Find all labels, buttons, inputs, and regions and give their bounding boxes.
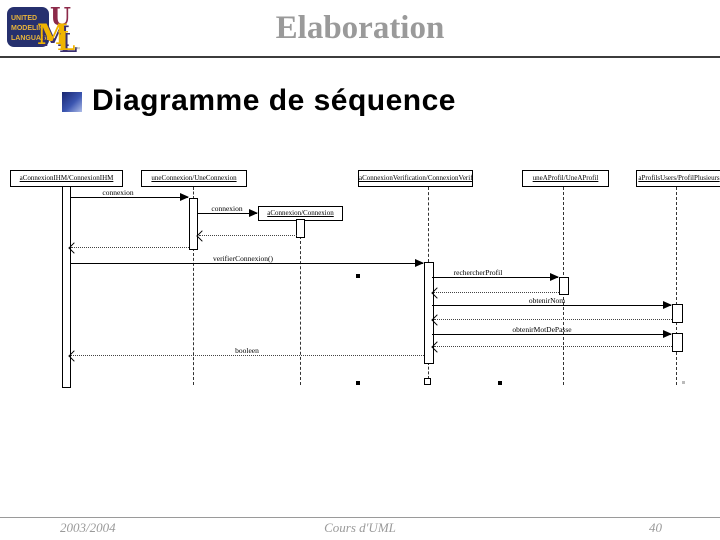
- object-box-uneaprofil: uneAProfil/UneAProfil: [522, 170, 609, 187]
- logo-letter-m-shadow: M: [39, 20, 70, 53]
- message-line: [432, 334, 671, 335]
- message-line: [197, 213, 257, 214]
- message-label: connexion: [102, 188, 134, 197]
- bullet-icon: [62, 92, 82, 112]
- header-divider: [0, 56, 720, 58]
- filled-arrowhead-icon: [663, 301, 672, 309]
- filled-arrowhead-icon: [249, 209, 258, 217]
- return-line: [434, 346, 672, 347]
- activation-bar: [189, 198, 198, 250]
- lifeline: [193, 248, 194, 385]
- object-label: aConnexionIHM/ConnexionIHM: [19, 174, 114, 182]
- handle-mark: [356, 381, 360, 385]
- activation-bar: [559, 277, 569, 295]
- section-heading: Diagramme de séquence: [92, 84, 456, 117]
- message-label: verifierConnexion(): [213, 254, 273, 263]
- message-label: obtenirNom: [528, 296, 566, 305]
- message-label: connexion: [211, 204, 243, 213]
- object-label: uneConnexion/UneConnexion: [151, 174, 237, 182]
- lifeline-end-square: [424, 378, 431, 385]
- message-line: [70, 263, 423, 264]
- filled-arrowhead-icon: [180, 193, 189, 201]
- logo-square: [7, 7, 49, 47]
- page-title: Elaboration: [275, 10, 445, 46]
- return-line: [434, 292, 559, 293]
- open-arrowhead-icon: [196, 230, 208, 242]
- object-box-connexionihm: aConnexionIHM/ConnexionIHM: [10, 170, 123, 187]
- logo-line-modeling: MODELING: [11, 25, 49, 32]
- uml-logo: UNITED MODELING LANGUAGE M U M L L ™: [7, 2, 80, 56]
- message-line: [70, 197, 188, 198]
- activation-bar: [424, 262, 434, 364]
- object-box-profilsusers: aProfilsUsers/ProfilPlusieurs: [636, 170, 720, 187]
- filled-arrowhead-icon: [415, 259, 424, 267]
- logo-line-language: LANGUAGE: [11, 35, 51, 42]
- lifeline: [193, 187, 194, 199]
- handle-mark: [498, 381, 502, 385]
- message-label: booleen: [235, 346, 259, 355]
- filled-arrowhead-icon: [550, 273, 559, 281]
- object-label: aConnexionVerification/ConnexionVerifica…: [359, 174, 473, 182]
- footer-page-number: 40: [649, 520, 662, 535]
- message-line: [432, 305, 671, 306]
- footer-course: Cours d'UML: [324, 520, 396, 535]
- return-line: [199, 235, 297, 236]
- handle-mark: [356, 274, 360, 278]
- handle-mark: [682, 381, 685, 384]
- object-box-uneconnexion: uneConnexion/UneConnexion: [141, 170, 247, 187]
- activation-bar: [672, 304, 683, 323]
- logo-letter-u: U: [50, 2, 71, 31]
- message-label: rechercherProfil: [453, 268, 503, 277]
- object-box-connexionverification: aConnexionVerification/ConnexionVerifica…: [358, 170, 473, 187]
- logo-letter-l-shadow: L: [59, 29, 77, 56]
- activation-bar: [296, 219, 305, 238]
- object-label: uneAProfil/UneAProfil: [532, 174, 599, 182]
- message-line: [432, 277, 558, 278]
- lifeline: [428, 187, 429, 262]
- filled-arrowhead-icon: [663, 330, 672, 338]
- return-line: [71, 247, 189, 248]
- footer-divider: [0, 517, 720, 518]
- lifeline: [676, 187, 677, 385]
- activation-bar: [672, 333, 683, 352]
- logo-tm: ™: [74, 46, 80, 53]
- logo-letter-l: L: [57, 27, 75, 56]
- lifeline: [428, 362, 429, 379]
- message-label: obtenirMotDePasse: [512, 325, 572, 334]
- logo-line-united: UNITED: [11, 15, 37, 22]
- return-line: [434, 319, 672, 320]
- logo-letter-m: M: [37, 18, 68, 51]
- object-label: aProfilsUsers/ProfilPlusieurs: [638, 174, 720, 182]
- return-line: [71, 355, 424, 356]
- footer-date: 2003/2004: [60, 520, 116, 535]
- object-label: aConnexion/Connexion: [267, 209, 334, 217]
- activation-bar: [62, 186, 71, 388]
- lifeline: [300, 236, 301, 385]
